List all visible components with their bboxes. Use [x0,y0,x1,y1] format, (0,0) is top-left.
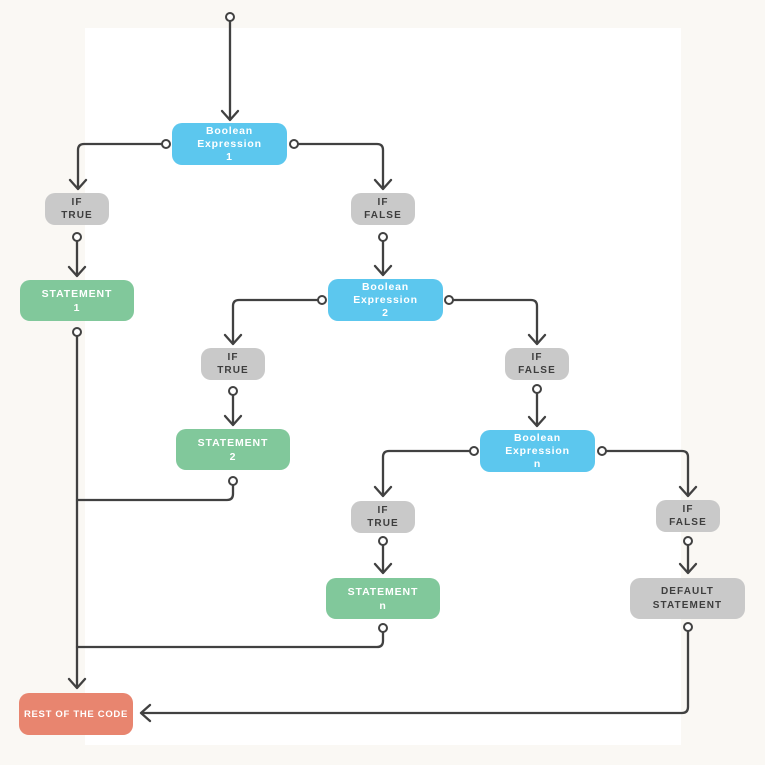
edge-iffalse1-be2 [373,239,393,277]
connector-dot [72,232,82,242]
node-label: IF FALSE [518,352,556,376]
node-label: IF TRUE [61,197,93,221]
edge-ben-iftrue3 [373,449,472,498]
connector-dot [378,623,388,633]
edge-st2-merge [75,483,235,502]
node-label: IF FALSE [669,504,707,528]
node-label: REST OF THE CODE [23,708,129,720]
node-statement-2[interactable]: STATEMENT 2 [176,429,290,470]
edge-default-rest [139,629,690,723]
node-default-statement[interactable]: DEFAULT STATEMENT [630,578,745,619]
node-label: STATEMENT 1 [41,287,113,314]
connector-dot [378,232,388,242]
node-label: STATEMENT 2 [197,436,269,463]
connector-dot [532,384,542,394]
connector-dot [72,327,82,337]
connector-dot [378,536,388,546]
node-boolean-expression-n[interactable]: Boolean Expression n [480,430,595,472]
connector-dot [683,622,693,632]
edge-start-be1 [220,19,240,122]
node-if-false-n[interactable]: IF FALSE [656,500,720,532]
node-if-true-1[interactable]: IF TRUE [45,193,109,225]
edge-iftrue3-stn [373,543,393,575]
edge-be1-iftrue1 [68,142,164,191]
node-if-true-n[interactable]: IF TRUE [351,501,415,533]
connector-dot [317,295,327,305]
connector-dot [469,446,479,456]
node-boolean-expression-2[interactable]: Boolean Expression 2 [328,279,443,321]
connector-dot [161,139,171,149]
node-statement-n[interactable]: STATEMENT n [326,578,440,619]
node-label: IF TRUE [367,505,399,529]
connector-dot [228,476,238,486]
node-boolean-expression-1[interactable]: Boolean Expression 1 [172,123,287,165]
node-label: IF FALSE [364,197,402,221]
edge-stn-merge [75,630,385,649]
node-if-false-2[interactable]: IF FALSE [505,348,569,380]
node-label: DEFAULT STATEMENT [652,585,723,611]
node-label: Boolean Expression 2 [353,280,418,319]
node-label: IF TRUE [217,352,249,376]
connector-dot [444,295,454,305]
node-statement-1[interactable]: STATEMENT 1 [20,280,134,321]
connector-dot [228,386,238,396]
node-if-false-1[interactable]: IF FALSE [351,193,415,225]
node-if-true-2[interactable]: IF TRUE [201,348,265,380]
edge-iftrue2-st2 [223,393,243,427]
connector-dot [597,446,607,456]
node-label: Boolean Expression 1 [197,124,262,163]
edge-st1-rest [67,334,87,690]
edge-iffalse2-ben [527,391,547,428]
edge-be2-iffalse2 [451,298,547,346]
edge-be2-iftrue2 [223,298,320,346]
connector-dot [683,536,693,546]
node-label: STATEMENT n [347,585,419,612]
edge-be1-iffalse1 [296,142,393,191]
node-rest-of-the-code[interactable]: REST OF THE CODE [19,693,133,735]
connector-dot [289,139,299,149]
node-label: Boolean Expression n [505,431,570,470]
connector-dot [225,12,235,22]
edge-iftrue1-st1 [67,239,87,278]
edge-ben-iffalse3 [604,449,698,498]
edge-iffalse3-default [678,543,698,575]
